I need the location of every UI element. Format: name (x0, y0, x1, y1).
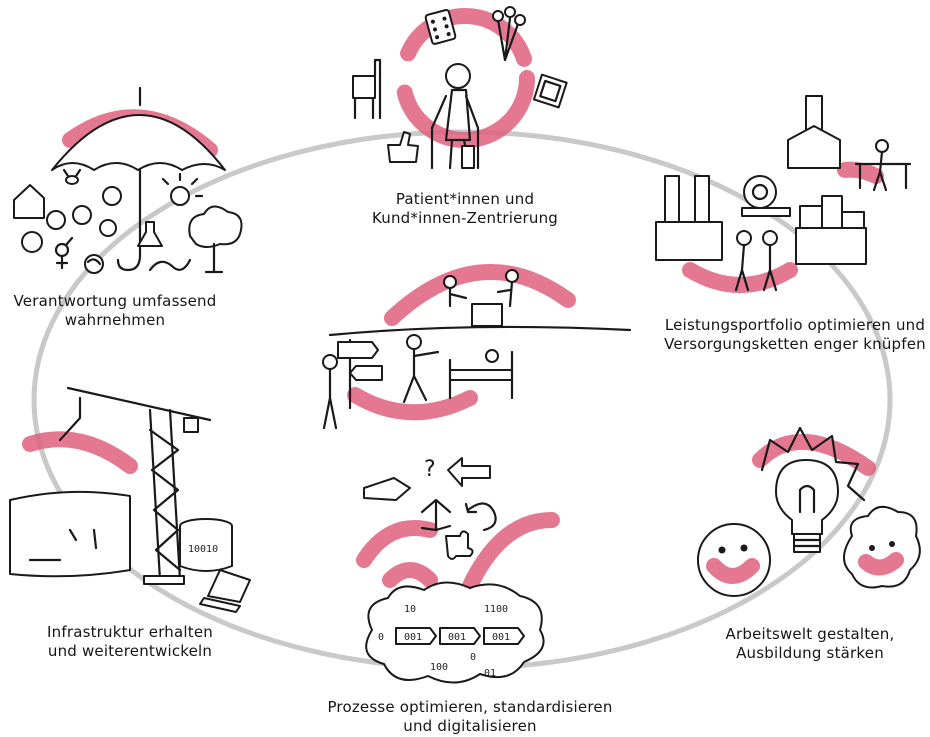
bits-chip-1: 001 (404, 632, 422, 643)
hospital-building-cutaway (9, 490, 131, 578)
thumbs-up-icon (387, 131, 419, 163)
factory-icon (655, 175, 723, 261)
laptop-icon (199, 569, 251, 613)
back-arrow-icon (447, 457, 491, 487)
bits-chip-3: 001 (492, 632, 510, 643)
smiley-icon (697, 523, 771, 597)
lighthouse-building-icon (787, 95, 841, 169)
people-faces (21, 186, 122, 253)
hospital-bed-icon (448, 349, 514, 400)
card-icon (532, 73, 568, 109)
processes-illustration: 001 001 001 10 1100 0 0 100 01 ? (356, 457, 560, 684)
umbrella-icon (51, 86, 226, 272)
label-work-environment: Arbeitswelt gestalten, Ausbildung stärke… (725, 625, 895, 662)
idea-burst-icon (760, 426, 866, 502)
storage-boxes-icon (795, 195, 867, 265)
responsibility-illustration (13, 86, 243, 274)
data-barrel-icon: 10010 (179, 518, 233, 572)
portfolio-illustration (655, 95, 912, 293)
smiley-cloud-icon (843, 505, 921, 589)
flowers-icon (492, 6, 526, 62)
puzzle-icon (445, 530, 474, 560)
bits-top-right: 1100 (484, 604, 508, 615)
walking-doctor-icon (402, 334, 440, 404)
sun-icon (161, 172, 204, 206)
work-environment-illustration (697, 426, 921, 597)
globe-icon (84, 254, 104, 274)
chair-icon (352, 58, 382, 120)
lightbulb-icon (775, 459, 839, 553)
pill-pack-icon (424, 9, 457, 45)
bits-mid: 0 (470, 652, 476, 663)
bits-bottom: 100 (430, 662, 448, 673)
consultation-figures (443, 269, 519, 327)
cycle-arrow-icon (464, 502, 497, 532)
patient-centering-illustration (352, 6, 568, 170)
bits-bottom-right: 01 (484, 668, 496, 679)
horizon-line (328, 325, 632, 337)
infrastructure-illustration: 10010 (9, 386, 251, 613)
label-patient-centering: Patient*innen und Kund*innen-Zentrierung (371, 190, 558, 227)
label-processes: Prozesse optimieren, standardisieren und… (327, 698, 613, 735)
barrel-binary: 10010 (188, 544, 218, 555)
signpost-icon (337, 338, 383, 410)
flask-icon (137, 221, 163, 247)
bits-chip-2: 001 (448, 632, 466, 643)
direction-arrow-left-icon (363, 477, 411, 501)
label-portfolio: Leistungsportfolio optimieren und Versor… (664, 316, 926, 353)
split-arrows-icon (420, 498, 452, 532)
gender-symbol-icon (54, 236, 74, 270)
bits-top-left: 10 (404, 604, 416, 615)
label-infrastructure: Infrastruktur erhalten und weiterentwick… (47, 623, 213, 660)
mri-scanner-icon (741, 175, 791, 217)
question-mark-icon: ? (424, 457, 436, 482)
crane-icon (58, 386, 212, 585)
worker-at-desk-icon (854, 139, 912, 192)
label-responsibility: Verantwortung umfassend wahrnehmen (13, 292, 217, 329)
tree-icon (188, 205, 243, 274)
dna-icon (148, 258, 192, 272)
bee-icon (62, 168, 82, 185)
bits-left: 0 (378, 632, 384, 643)
two-people-talking (734, 230, 778, 292)
house-icon (13, 184, 45, 219)
patient-pathway-illustration (322, 264, 576, 430)
cloud-icon: 001 001 001 10 1100 0 0 100 01 (365, 581, 545, 684)
person-standing-icon (322, 354, 338, 430)
patient-figure (430, 63, 480, 170)
